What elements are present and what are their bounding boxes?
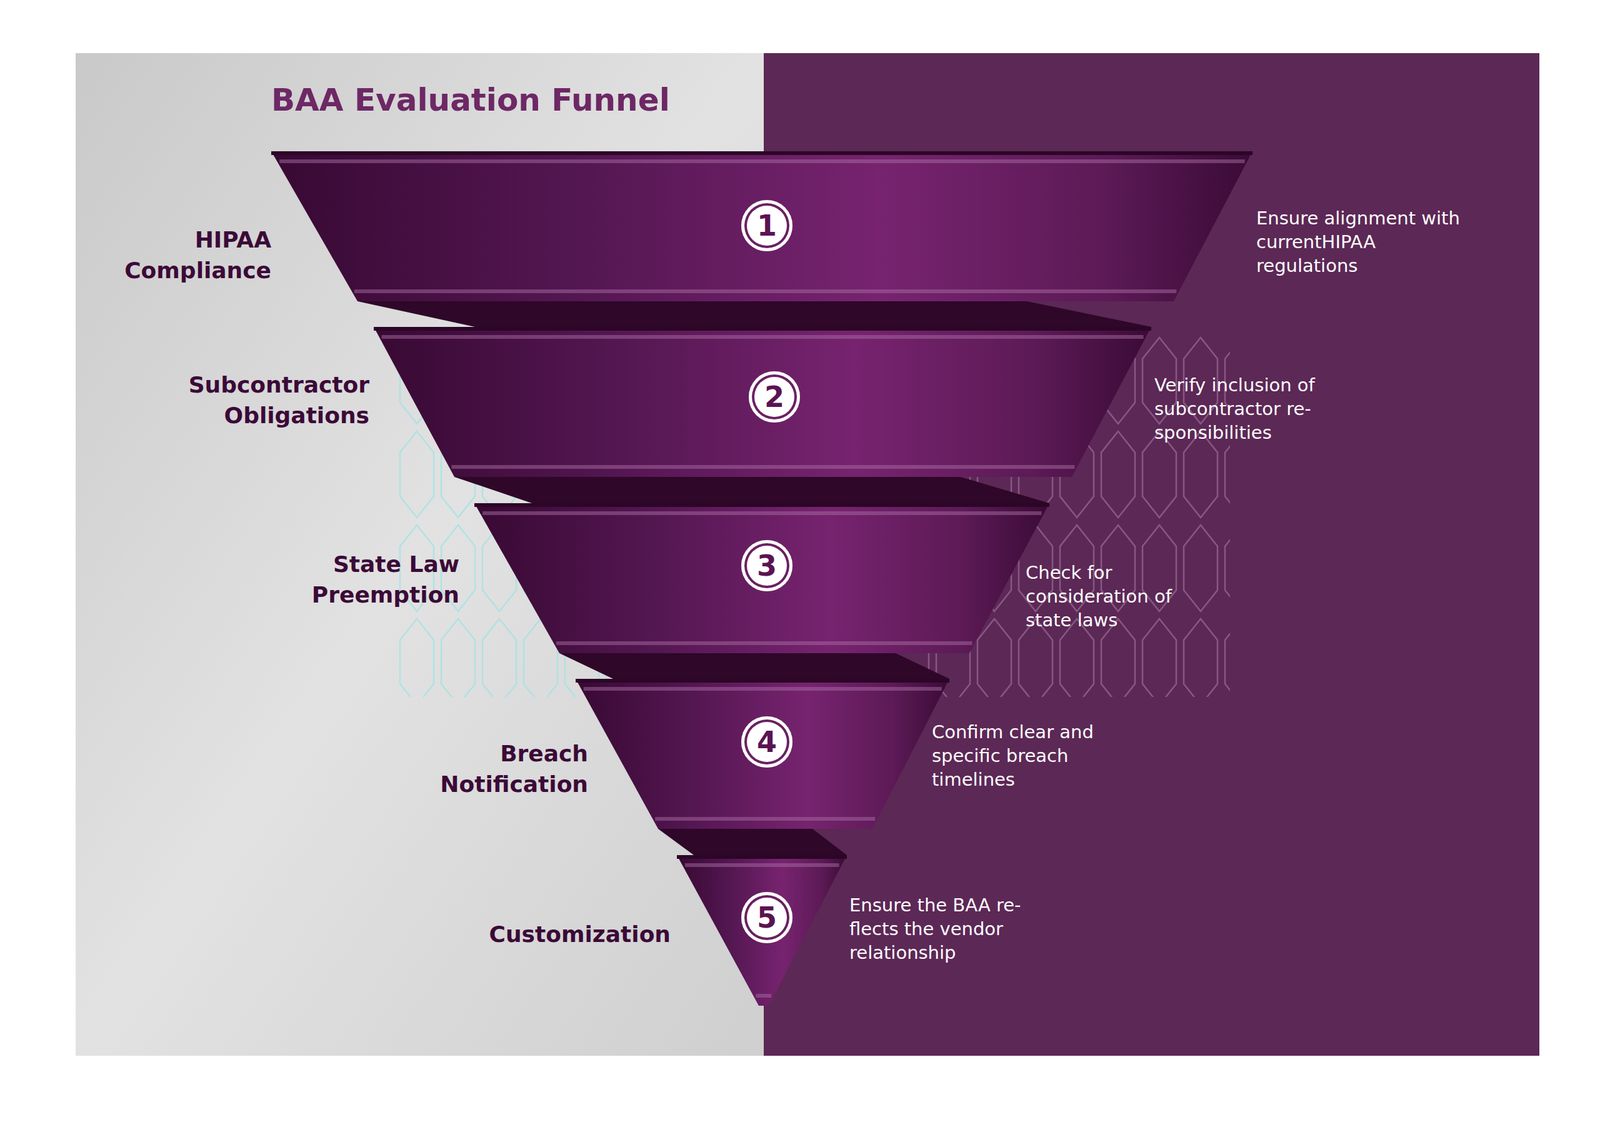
funnel-lip [357,301,1152,327]
funnel-trapezoid [271,151,1253,302]
callout-circle: 5 [741,891,793,944]
funnel-band: Customization 5 Ensure the BAA re- flects … [0,855,1600,1006]
band-edge [575,678,950,683]
band-shape [0,678,1600,829]
band-label: Customization [470,918,671,950]
funnel-lip [658,828,847,855]
funnel-band: Breach Notification 4 Confirm clear and sp… [0,678,1600,829]
band-description: Ensure the BAA re- flects the vendor rel… [849,893,1044,965]
diagram-title: BAA Evaluation Funnel [271,81,670,119]
funnel-trapezoid [373,326,1152,477]
band-stripe [482,511,1042,515]
band-stripe [354,289,1177,294]
band-stripe [655,816,875,821]
funnel-trapezoid [474,503,1050,654]
callout-number: 4 [756,727,777,757]
band-description: Verify inclusion of subcontractor re- sp… [1154,373,1370,445]
funnel-band: State Law Preemption 3 Check for considera… [0,503,1600,654]
band-stripe [451,465,1075,469]
band-stripe [556,641,973,645]
band-stripe [583,686,942,691]
callout-circle: 2 [748,371,800,423]
funnel-trapezoid [676,855,847,1006]
funnel-lip [559,653,950,679]
callout-number: 3 [756,551,777,580]
band-shape [0,326,1600,477]
callout-number: 1 [756,211,777,240]
band-edge [474,503,1050,507]
band-label: HIPAA Compliance [71,224,272,286]
callout-circle: 1 [741,200,793,252]
band-edge [271,151,1253,155]
funnel-lip [454,476,1050,504]
band-label: Breach Notification [388,738,589,800]
band-label: Subcontractor Obligations [169,369,370,431]
band-stripe [381,335,1144,339]
band-stripe [279,159,1245,164]
funnel-band: Subcontractor Obligations 2 Verify inclusi… [0,326,1600,477]
band-label: State Law Preemption [259,548,460,610]
band-edge [676,855,847,859]
callout-number: 2 [764,382,785,412]
band-shape [0,855,1600,1006]
band-edge [373,326,1152,331]
band-description: Check for consideration of state laws [1025,560,1201,632]
callout-circle: 4 [741,716,793,768]
callout-circle: 3 [741,540,793,592]
band-stripe [685,863,840,867]
band-stripe [755,993,772,998]
band-shape [0,503,1600,654]
band-description: Confirm clear and specific breach timeli… [931,720,1120,792]
funnel-trapezoid [575,678,950,829]
callout-number: 5 [756,903,777,932]
funnel-band: HIPAA Compliance 1 Ensure alignment with c… [0,151,1600,302]
band-description: Ensure alignment with currentHIPAA regul… [1256,206,1472,278]
